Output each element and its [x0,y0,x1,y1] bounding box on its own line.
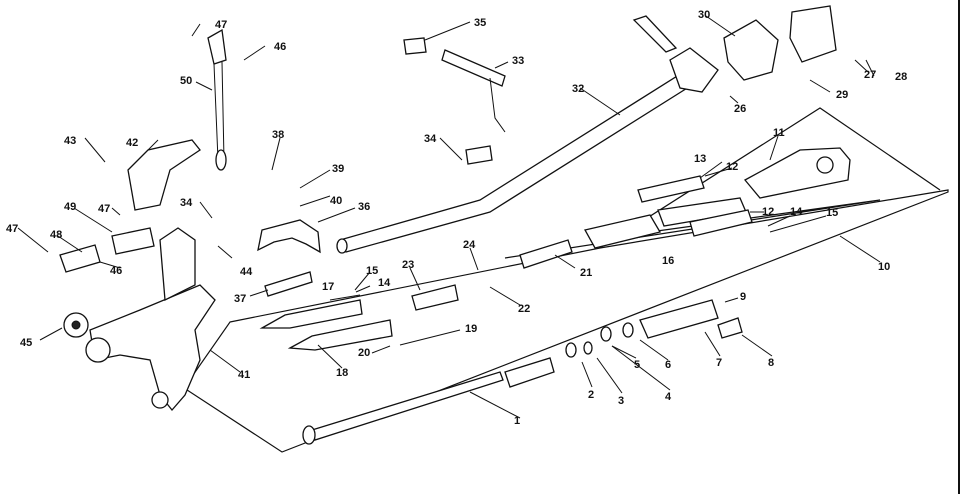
leader-lines [17,15,881,419]
callout-36: 36 [358,201,370,213]
callout-33: 33 [512,55,524,67]
callout-24: 24 [463,239,476,251]
callout-21: 21 [580,267,592,279]
callout-32: 32 [572,83,584,95]
callout-26: 26 [734,103,746,115]
callout-6: 6 [665,359,671,371]
callout-46a: 46 [274,41,286,53]
callout-7: 7 [716,357,722,369]
callout-47c: 47 [6,223,18,235]
callout-labels: 1 2 3 4 5 6 7 8 9 10 11 12 12 13 14 14 1… [6,9,907,427]
callout-28: 28 [895,71,907,83]
callout-43: 43 [64,135,76,147]
plate-part [743,147,851,199]
callout-46b: 46 [110,265,122,277]
callout-14b: 14 [378,277,391,289]
callout-34b: 34 [180,197,193,209]
drawbar-part [336,47,719,254]
callout-11: 11 [773,127,785,139]
callout-40: 40 [330,195,342,207]
callout-15b: 15 [366,265,378,277]
spring-part [519,239,573,269]
callout-39: 39 [332,163,344,175]
callout-15a: 15 [826,207,838,219]
frame-bracket-part [63,227,216,412]
callout-41: 41 [238,369,250,381]
callout-34a: 34 [424,133,437,145]
callout-45: 45 [20,337,32,349]
callout-47b: 47 [98,203,110,215]
callout-3: 3 [618,395,624,407]
callout-12b: 12 [762,206,774,218]
callout-42: 42 [126,137,138,149]
callout-50: 50 [180,75,192,87]
callout-2: 2 [588,389,594,401]
callout-8: 8 [768,357,774,369]
rod-part [302,357,555,445]
assembly-frame-upper [504,107,941,259]
callout-30: 30 [698,9,710,21]
callout-38: 38 [272,129,284,141]
arm-parts [259,299,393,351]
callout-5: 5 [634,359,640,371]
callout-18: 18 [336,367,348,379]
callout-48: 48 [50,229,62,241]
callout-19: 19 [465,323,477,335]
callout-22: 22 [518,303,530,315]
callout-13: 13 [694,153,706,165]
callout-20: 20 [358,347,370,359]
saddle-part [257,219,321,254]
callout-37: 37 [234,293,246,305]
callout-23: 23 [402,259,414,271]
callout-1: 1 [514,415,520,427]
callout-44: 44 [240,266,253,278]
callout-29: 29 [836,89,848,101]
callout-4: 4 [665,391,672,403]
callout-17: 17 [322,281,334,293]
callout-47a: 47 [215,19,227,31]
callout-49: 49 [64,201,76,213]
callout-16: 16 [662,255,674,267]
callout-27: 27 [864,69,876,81]
right-border [958,0,960,494]
callout-9: 9 [740,291,746,303]
callout-14a: 14 [790,206,803,218]
block-parts [584,175,753,249]
hardware-parts [59,5,837,358]
callout-35: 35 [474,17,486,29]
callout-12a: 12 [726,161,738,173]
callout-10: 10 [878,261,890,273]
